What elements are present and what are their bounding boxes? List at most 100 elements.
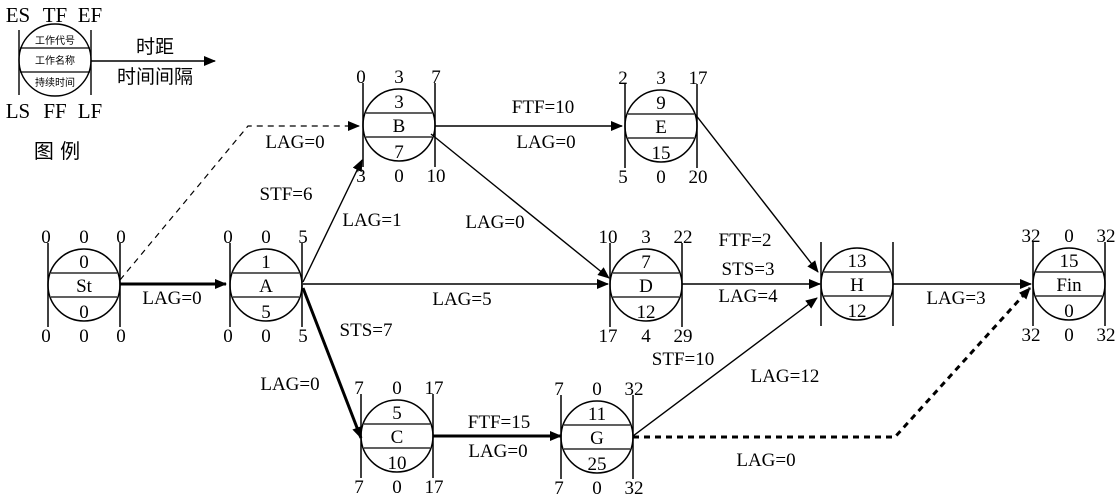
edge-b-d: LAG=0 [430,133,610,279]
node-bottom-value: 32 [1022,325,1041,346]
node-name: B [393,116,406,137]
node-duration: 7 [394,142,404,163]
edge-label: LAG=12 [751,366,820,387]
node-bottom-value: 0 [656,167,666,188]
node-top-value: 0 [1064,226,1074,247]
edge-line [633,286,1032,439]
edge-line [632,297,818,437]
node-top-value: 7 [554,379,564,400]
edge-label: FTF=10 [512,97,574,118]
legend-tf: TF [43,3,68,27]
node-h: 13H 12 [820,242,894,326]
node-top-value: 0 [356,67,366,88]
node-top-value: 0 [79,227,89,248]
node-name: H [850,275,864,296]
edge-label: STF=6 [260,184,313,205]
node-bottom-value: 0 [261,326,271,347]
node-code: 1 [261,252,271,273]
node-top-value: 0 [592,379,602,400]
node-top-value: 22 [674,227,693,248]
edge-label: STS=7 [340,320,393,341]
edge-label: LAG=0 [260,374,319,395]
edge-label: LAG=0 [468,441,527,462]
legend-ff: FF [43,99,66,123]
edge-label: LAG=4 [718,286,778,307]
node-bottom-value: 32 [1097,325,1116,346]
node-bottom-value: 0 [116,326,126,347]
node-bottom-value: 0 [394,166,404,187]
edge-label: LAG=1 [342,210,401,231]
node-code: 15 [1060,251,1079,272]
node-bottom-value: 0 [392,477,402,498]
node-d: 7D 12 10 3 22 17 4 29 [599,227,693,347]
node-bottom-value: 0 [592,478,602,499]
edge-label: LAG=0 [516,132,575,153]
edge-label: LAG=3 [926,288,985,309]
node-bottom-value: 17 [599,326,618,347]
node-code: 13 [848,251,867,272]
node-bottom-value: 20 [689,167,708,188]
edge-label: STF=10 [652,349,714,370]
node-top-value: 7 [354,378,364,399]
node-name: C [391,427,404,448]
node-top-value: 32 [625,379,644,400]
node-code: 3 [394,92,404,113]
legend-es: ES [6,3,31,27]
edge-label: LAG=0 [465,212,524,233]
node-code: 9 [656,93,666,114]
legend-ls: LS [6,99,31,123]
legend-field-duration: 持续时间 [35,76,75,89]
node-bottom-value: 0 [223,326,233,347]
node-bottom-value: 17 [425,477,444,498]
node-name: D [639,276,653,297]
node-top-value: 32 [1097,226,1116,247]
node-duration: 0 [79,302,89,323]
node-duration: 10 [388,453,407,474]
node-duration: 12 [637,302,656,323]
node-duration: 12 [848,301,867,322]
edge-line [119,121,360,281]
edge-e-h [694,113,819,273]
node-code: 11 [588,404,606,425]
node-bottom-value: 7 [354,477,364,498]
node-top-value: 3 [656,68,666,89]
node-top-value: 10 [599,227,618,248]
node-name: G [590,428,604,449]
node-name: Fin [1056,275,1082,296]
node-top-value: 0 [392,378,402,399]
node-duration: 15 [652,143,671,164]
edge-line [430,133,610,279]
legend-arrow-bottom: 时间间隔 [117,66,193,88]
edge-line [694,113,819,273]
edge-label: LAG=5 [432,289,491,310]
node-bottom-value: 4 [641,326,651,347]
node-bottom-value: 5 [298,326,308,347]
node-top-value: 3 [641,227,651,248]
node-name: A [259,276,273,297]
edge-line [301,287,363,439]
node-top-value: 17 [425,378,444,399]
legend-field-name: 工作名称 [35,54,75,67]
edges-layer: LAG=0LAG=0STF=6LAG=1LAG=5STS=7LAG=0FTF=1… [119,97,1032,471]
node-top-value: 0 [261,227,271,248]
node-top-value: 0 [41,227,51,248]
node-bottom-value: 10 [427,166,446,187]
node-bottom-value: 29 [674,326,693,347]
node-duration: 0 [1064,301,1074,322]
edge-label: STS=3 [722,259,775,280]
node-name: St [76,276,93,297]
node-top-value: 0 [223,227,233,248]
node-bottom-value: 32 [625,478,644,499]
node-duration: 5 [261,302,271,323]
node-code: 7 [641,252,651,273]
